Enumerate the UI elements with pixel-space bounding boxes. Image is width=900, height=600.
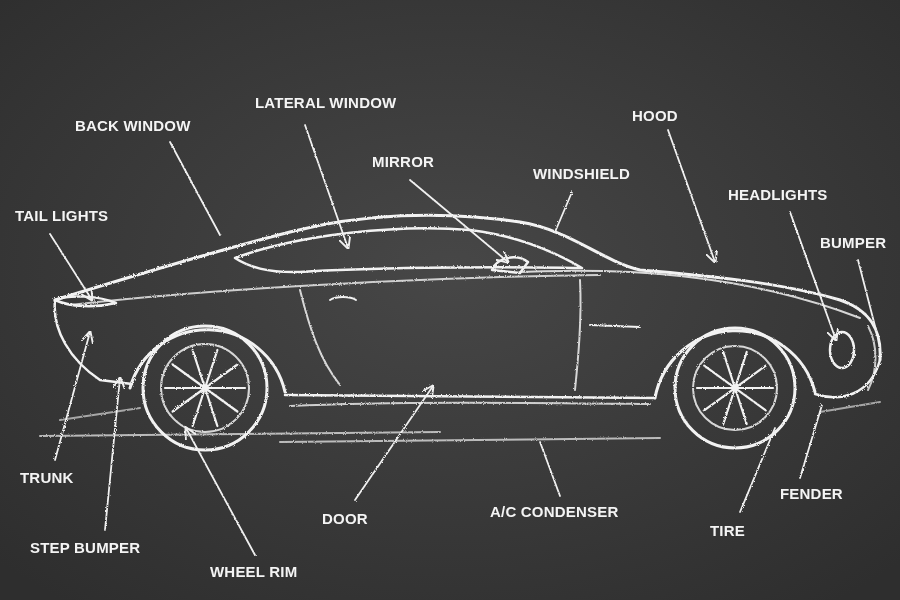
part-label: MIRROR <box>372 152 434 172</box>
part-label: STEP BUMPER <box>30 538 140 558</box>
side-vent <box>590 325 640 327</box>
ground-streak <box>60 408 140 420</box>
part-label: BUMPER <box>820 233 886 253</box>
leader-lines <box>50 125 876 555</box>
sill <box>290 403 650 406</box>
part-label: WHEEL RIM <box>210 562 297 582</box>
tail-light <box>55 296 116 306</box>
belt-line <box>70 275 600 305</box>
ground-streak <box>40 432 440 436</box>
leader-line <box>170 142 220 235</box>
leader-line <box>186 428 255 555</box>
leader-line <box>50 234 92 300</box>
door-handle <box>330 297 356 300</box>
part-label: FENDER <box>780 484 843 504</box>
front-bumper <box>868 326 876 390</box>
leader-line <box>305 125 348 248</box>
part-label: LATERAL WINDOW <box>255 93 396 113</box>
part-label: TRUNK <box>20 468 74 488</box>
leader-line <box>858 260 876 330</box>
side-window <box>235 228 582 272</box>
leader-line <box>740 428 775 512</box>
door-edge <box>300 290 340 385</box>
door-edge <box>575 280 581 390</box>
leader-line <box>668 130 715 262</box>
leader-line <box>555 192 572 232</box>
car-body <box>40 215 880 450</box>
part-label: BACK WINDOW <box>75 116 191 136</box>
leader-line <box>540 442 560 496</box>
leader-line <box>790 212 836 340</box>
part-label: DOOR <box>322 509 368 529</box>
rear-wheel <box>143 326 267 450</box>
part-label: WINDSHIELD <box>533 164 630 184</box>
rear-end <box>55 300 132 384</box>
leader-line <box>105 378 120 530</box>
sill <box>285 395 655 398</box>
hood-line <box>520 271 860 318</box>
part-label: HEADLIGHTS <box>728 185 828 205</box>
headlight <box>830 332 854 368</box>
part-label: A/C CONDENSER <box>490 502 618 522</box>
mirror <box>492 257 528 273</box>
front-wheel <box>675 328 795 448</box>
part-label: TAIL LIGHTS <box>15 206 108 226</box>
part-label: TIRE <box>710 521 745 541</box>
ground-streak <box>820 402 880 412</box>
leader-line <box>55 332 90 460</box>
leader-line <box>410 180 508 262</box>
part-label: HOOD <box>632 106 678 126</box>
ground-streak <box>280 438 660 442</box>
leader-line <box>800 405 822 478</box>
leader-line <box>355 386 433 500</box>
roof-line <box>55 215 880 360</box>
